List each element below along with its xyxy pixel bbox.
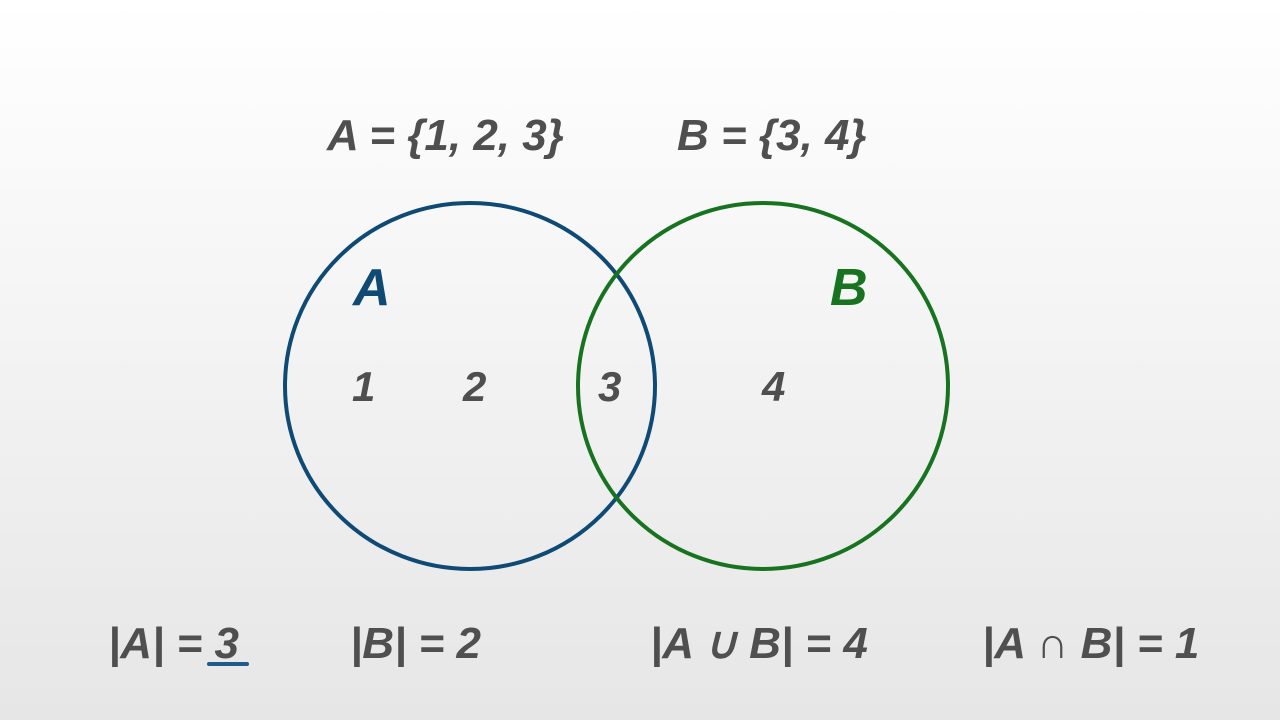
set-b-circle — [576, 201, 950, 571]
element-4: 4 — [762, 363, 786, 410]
set-b-definition: B = {3, 4} — [677, 111, 867, 160]
element-2: 2 — [463, 363, 487, 410]
set-a-definition: A = {1, 2, 3} — [327, 111, 564, 160]
element-1: 1 — [352, 363, 376, 410]
cardinality-b: |B| = 2 — [350, 619, 482, 668]
cardinality-intersection: |A ∩ B| = 1 — [982, 619, 1200, 668]
set-a-circle — [283, 201, 657, 571]
set-a-label: A — [353, 259, 391, 317]
element-3: 3 — [598, 363, 622, 410]
cardinality-union: |A ∪ B| = 4 — [650, 619, 868, 668]
set-b-label: B — [830, 259, 868, 317]
cardinality-a: |A| = 3 — [108, 619, 240, 668]
cardinality-a-underline — [207, 662, 249, 666]
